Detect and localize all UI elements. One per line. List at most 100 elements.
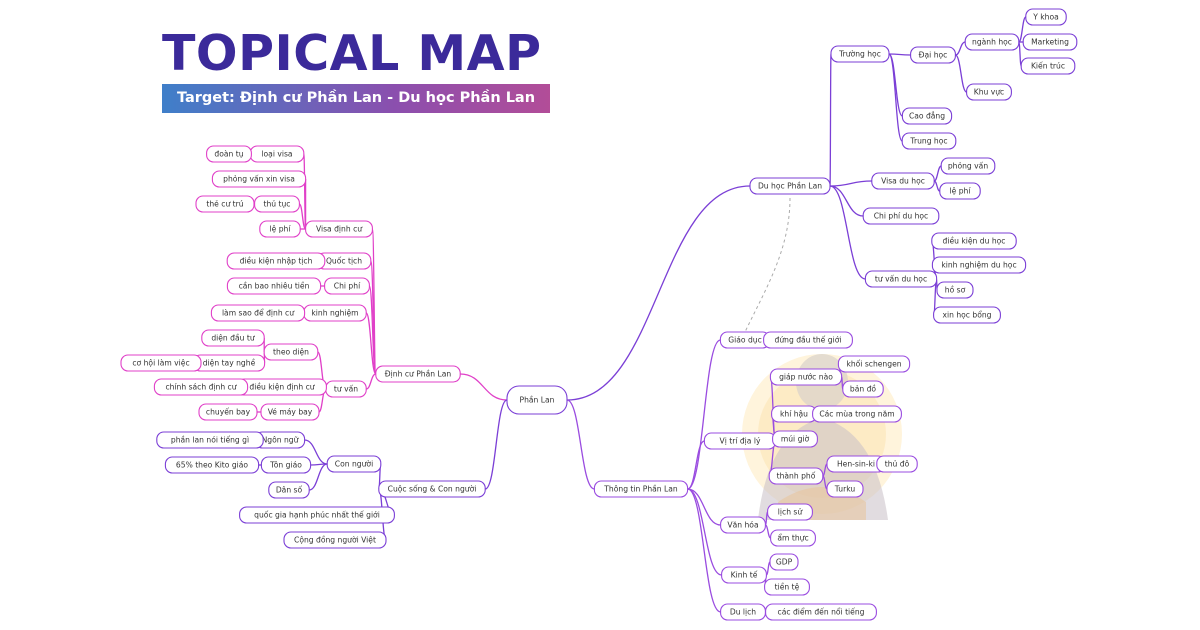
node-pvxv[interactable]: phỏng vấn xin visa [212,171,305,187]
node-tt[interactable]: tiền tệ [765,579,810,595]
node-lsddc[interactable]: làm sao để định cư [211,305,304,321]
node-hs[interactable]: hồ sơ [937,282,973,298]
node-tg[interactable]: Tôn giáo [261,457,310,473]
node-th[interactable]: Trường học [831,46,889,62]
node-dknt[interactable]: điều kiện nhập tịch [227,253,325,269]
node-label: Du lịch [730,608,756,617]
node-dl[interactable]: Du lịch [721,604,766,620]
link-kv [955,55,966,92]
node-lp2[interactable]: lệ phí [260,221,300,237]
node-label: thủ tục [264,200,291,209]
node-gnn[interactable]: giáp nước nào [770,369,841,385]
node-cd[interactable]: Cao đẳng [902,108,951,124]
node-label: loại visa [261,150,292,159]
node-lp1[interactable]: lệ phí [940,183,980,199]
node-cmtn[interactable]: Các mùa trong năm [813,406,902,422]
node-label: Văn hóa [727,521,758,530]
node-tdo[interactable]: thủ đô [877,456,917,472]
link-lp1 [934,181,940,191]
node-kte[interactable]: Kinh tế [722,567,767,583]
node-label: các điểm đến nổi tiếng [778,608,865,617]
node-gdp[interactable]: GDP [770,554,798,570]
node-label: cần bao nhiêu tiền [239,282,310,291]
node-kt[interactable]: Kiến trúc [1021,58,1075,74]
node-plnt[interactable]: phần lan nói tiếng gì [157,432,263,448]
node-kndh[interactable]: kinh nghiệm du học [932,257,1025,273]
node-pv[interactable]: phỏng vấn [941,158,995,174]
node-nganh[interactable]: ngành học [965,34,1019,50]
node-label: phỏng vấn xin visa [223,175,295,184]
node-tp[interactable]: thành phố [769,468,823,484]
node-label: phần lan nói tiếng gì [171,436,249,445]
node-tvdh[interactable]: tư vấn du học [865,271,936,287]
node-vdh[interactable]: Visa du học [872,173,934,189]
node-cscn[interactable]: Cuộc sống & Con người [379,481,485,497]
node-dtn[interactable]: diện tay nghề [193,355,264,371]
node-label: Giáo dục [728,336,762,345]
node-tdien[interactable]: theo diện [264,344,318,360]
node-dkdh[interactable]: điều kiện du học [932,233,1016,249]
node-ddtg[interactable]: đứng đầu thế giới [764,332,853,348]
node-cpdh[interactable]: Chi phí du học [863,208,939,224]
node-ls[interactable]: lịch sử [768,504,813,520]
node-xhb[interactable]: xin học bổng [934,307,1001,323]
node-label: kinh nghiệm du học [941,261,1016,270]
node-dcpl[interactable]: Định cư Phần Lan [376,366,460,382]
node-ddt[interactable]: diện đầu tư [202,330,264,346]
node-kito[interactable]: 65% theo Kito giáo [165,457,258,473]
node-cbnt[interactable]: cần bao nhiêu tiền [227,278,320,294]
node-label: Y khoa [1032,13,1059,22]
node-turku[interactable]: Turku [827,481,863,497]
node-label: đoàn tụ [214,150,243,159]
node-kv[interactable]: Khu vực [967,84,1012,100]
link-hsk [823,464,827,476]
node-ttpl[interactable]: Thông tin Phần Lan [594,481,687,497]
link-ds [309,464,327,490]
link-th [830,54,831,186]
node-label: Đại học [919,51,948,60]
node-label: điều kiện nhập tịch [240,257,313,266]
link-pv [934,166,941,181]
node-qghp[interactable]: quốc gia hạnh phúc nhất thế giới [240,507,395,523]
node-dt[interactable]: đoàn tụ [207,146,252,162]
link-vtdl [688,441,705,489]
node-khau[interactable]: khí hậu [772,406,817,422]
node-vtdl[interactable]: Vị trí địa lý [704,433,775,449]
node-mkt[interactable]: Marketing [1023,34,1077,50]
node-label: Ngôn ngữ [262,436,300,445]
node-dh[interactable]: Du học Phần Lan [750,178,830,194]
node-thtuc[interactable]: thủ tục [255,196,300,212]
node-cdnv[interactable]: Cộng đồng người Việt [284,532,386,548]
node-ks[interactable]: khối schengen [838,356,909,372]
node-gd[interactable]: Giáo dục [720,332,769,348]
node-label: tư vấn du học [875,275,927,284]
node-label: Cộng đồng người Việt [294,536,376,545]
node-dhoc[interactable]: Đại học [911,47,956,63]
node-label: Du học Phần Lan [758,182,822,191]
node-kn[interactable]: kinh nghiệm [304,305,366,321]
node-tv[interactable]: tư vấn [326,381,366,397]
node-label: tiền tệ [775,583,800,592]
node-cddnt[interactable]: các điểm đến nổi tiếng [766,604,877,620]
node-tct[interactable]: thẻ cư trú [196,196,254,212]
node-root[interactable]: Phần Lan [507,386,567,414]
node-vh[interactable]: Văn hóa [721,517,766,533]
node-chlv[interactable]: cơ hội làm việc [121,355,201,371]
node-mg[interactable]: múi giờ [773,431,818,447]
node-label: khối schengen [846,360,901,369]
node-yk[interactable]: Y khoa [1026,9,1066,25]
node-cn[interactable]: Con người [327,456,381,472]
node-cp[interactable]: Chi phí [325,278,370,294]
node-cb[interactable]: chuyến bay [199,404,257,420]
node-thoc[interactable]: Trung học [902,133,956,149]
link-vdh [830,181,872,186]
node-ds[interactable]: Dân số [269,482,309,498]
node-vmb[interactable]: Vé máy bay [261,404,319,420]
node-csdc[interactable]: chính sách định cư [154,379,247,395]
node-at[interactable]: ẩm thực [771,530,816,546]
node-bd[interactable]: bản đồ [843,381,883,397]
node-dkdc[interactable]: điều kiện định cư [238,379,327,395]
node-vdc[interactable]: Visa định cư [306,221,373,237]
node-lvisa[interactable]: loại visa [250,146,304,162]
